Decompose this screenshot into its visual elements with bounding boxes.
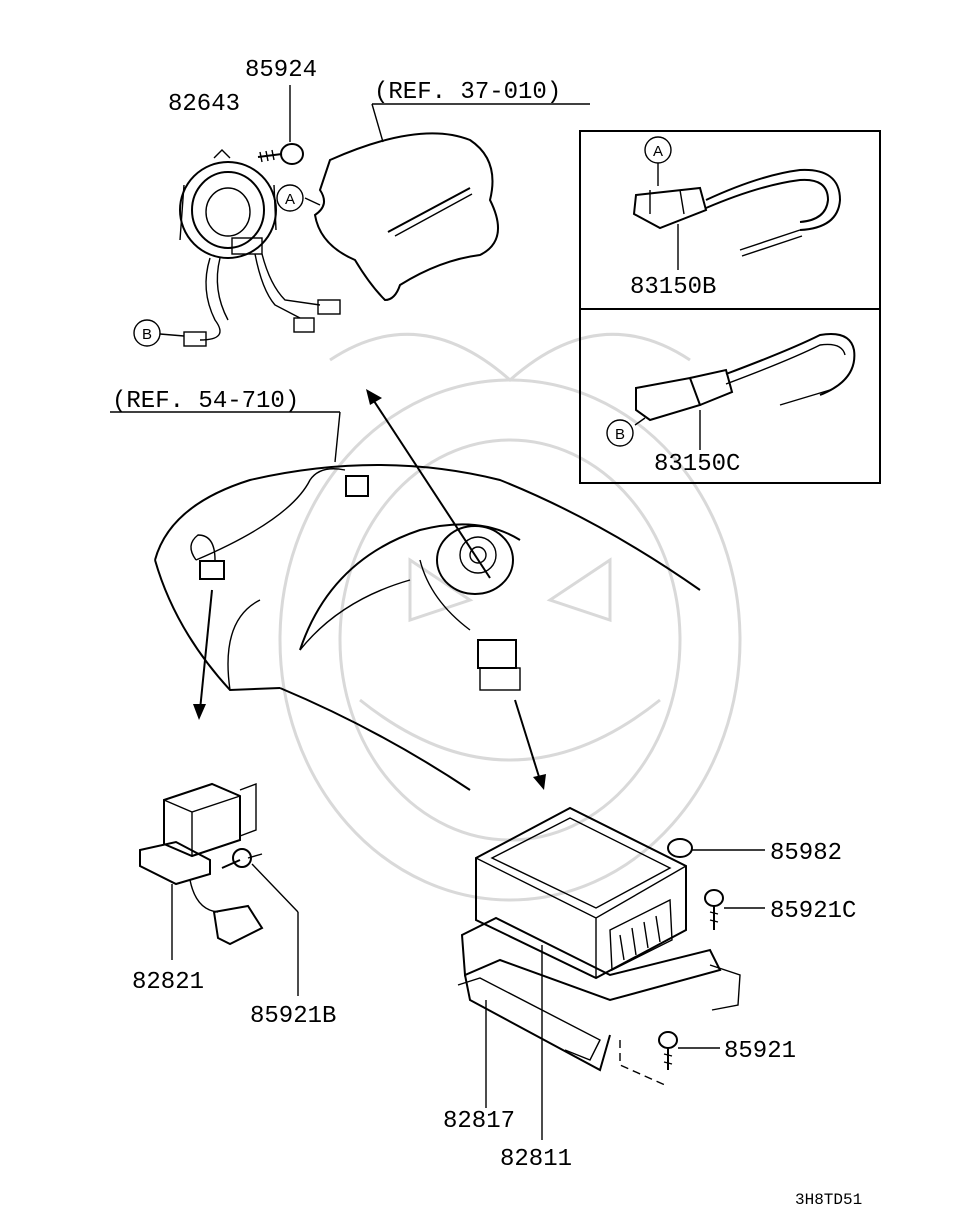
nut-85982 xyxy=(667,838,765,858)
svg-text:B: B xyxy=(615,426,625,443)
control-unit-82811 xyxy=(475,806,687,980)
callout-a-main: A xyxy=(276,184,304,212)
part-83150c-label: 83150C xyxy=(654,451,740,478)
inset-83150b xyxy=(579,130,881,310)
part-82811-label: 82811 xyxy=(500,1146,572,1173)
inset-83150c xyxy=(579,308,881,484)
clock-spring-82643 xyxy=(179,149,341,347)
svg-text:B: B xyxy=(142,326,152,343)
watermark-logo xyxy=(278,332,742,902)
ref-harness-label: (REF. 54-710) xyxy=(112,388,299,415)
part-85921b-label: 85921B xyxy=(250,1003,336,1030)
screw-85924 xyxy=(257,85,304,165)
part-83150b-label: 83150B xyxy=(630,274,716,301)
bolt-85921b xyxy=(221,848,299,996)
figure-code: 3H8TD51 xyxy=(795,1191,862,1209)
part-85924-label: 85924 xyxy=(245,57,317,84)
part-85982-label: 85982 xyxy=(770,840,842,867)
part-85921-label: 85921 xyxy=(724,1038,796,1065)
callout-b-main: B xyxy=(133,319,185,347)
direction-arrows xyxy=(193,389,546,790)
bracket-82817 xyxy=(457,916,741,1140)
part-82817-label: 82817 xyxy=(443,1108,515,1135)
part-82821-label: 82821 xyxy=(132,969,204,996)
dashboard-overview xyxy=(110,411,701,791)
svg-text:A: A xyxy=(285,191,295,208)
callout-a-inset: A xyxy=(644,136,672,164)
svg-text:A: A xyxy=(653,143,663,160)
ref-airbag-label: (REF. 37-010) xyxy=(374,79,561,106)
bolt-85921 xyxy=(619,1031,720,1086)
bolt-85921c xyxy=(704,889,765,930)
part-85921c-label: 85921C xyxy=(770,898,856,925)
part-82643-label: 82643 xyxy=(168,91,240,118)
sensor-82821 xyxy=(139,782,264,960)
callout-b-inset: B xyxy=(606,419,634,447)
airbag-module xyxy=(304,103,590,302)
